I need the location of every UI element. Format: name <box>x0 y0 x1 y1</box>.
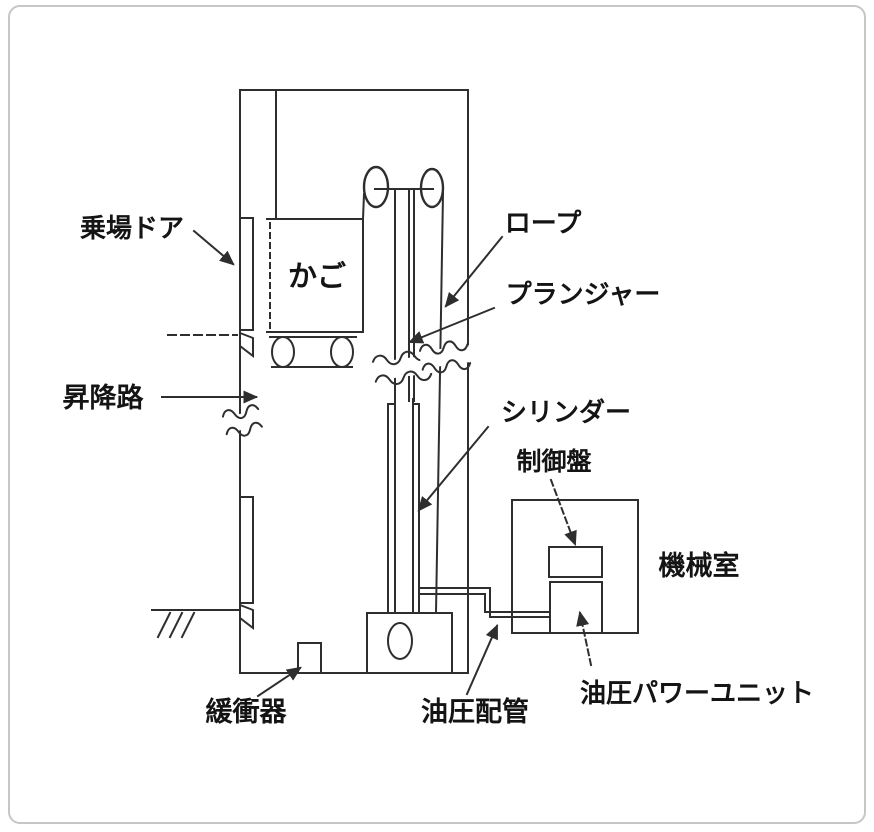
power-unit-arrow <box>576 610 593 667</box>
cylinder-arrow <box>417 425 490 512</box>
car-wheel-left <box>271 336 295 368</box>
cylinder-outer-walls <box>387 403 420 614</box>
power-unit-box <box>549 581 603 634</box>
piping-arrow <box>465 623 499 696</box>
car-box <box>266 218 364 333</box>
hoistway-label: 昇降路 <box>63 382 145 414</box>
car-wheel-right <box>330 336 354 368</box>
wall-break-symbol <box>221 404 266 437</box>
car-label: かご <box>288 259 346 293</box>
lower-landing-door <box>239 496 254 604</box>
plunger-break-symbol <box>371 350 433 385</box>
hoistway-top-right-wall <box>239 89 469 674</box>
lower-door-sill <box>239 603 254 631</box>
upper-door-sill <box>239 331 254 359</box>
rope-label: ロープ <box>505 209 582 239</box>
buffer-label: 緩衝器 <box>206 697 288 728</box>
hydraulic-piping-label: 油圧配管 <box>421 697 529 728</box>
machine-room-box <box>511 499 639 634</box>
cylinder-assembly <box>297 398 453 674</box>
hydraulic-pipe <box>418 587 551 618</box>
cylinder-inner-walls <box>394 398 414 614</box>
cylinder-label: シリンダー <box>501 397 631 428</box>
ground-hatch <box>156 611 196 639</box>
hydraulic-power-unit-label: 油圧パワーユニット <box>580 679 814 709</box>
control-panel-arrow <box>549 478 577 547</box>
plunger-arrow <box>407 306 496 344</box>
rope-to-car <box>361 192 366 221</box>
machine-room <box>511 499 639 634</box>
pipe-outer-line <box>418 587 551 618</box>
image-frame-border <box>8 5 866 824</box>
car-assembly <box>266 218 364 368</box>
cylinder-base-block <box>366 612 453 674</box>
control-panel-label: 制御盤 <box>516 447 592 476</box>
sheave-plunger-assembly <box>361 165 445 615</box>
buffer-box <box>297 642 322 674</box>
leader-arrows <box>161 229 593 698</box>
landing-door-arrow <box>192 229 235 266</box>
machine-room-label: 機械室 <box>659 550 740 582</box>
rope-arrow <box>444 235 504 308</box>
buffer-arrow <box>256 666 302 698</box>
diagram-labels: 乗場ドア かご ロープ プランジャー 昇降路 シリンダー 制御盤 機械室 緩衝器… <box>63 209 815 728</box>
hoistway-structure <box>151 89 469 674</box>
rope-break-symbol <box>418 340 472 374</box>
control-panel-box <box>548 546 603 578</box>
upper-landing-door <box>239 217 254 331</box>
rope-to-anchor <box>434 191 445 615</box>
top-sheave-left <box>362 165 390 209</box>
plunger-label: プランジャー <box>506 280 661 310</box>
landing-door-label: 乗場ドア <box>80 214 184 244</box>
pipe-inner-line <box>418 593 551 613</box>
base-sheave <box>387 622 413 660</box>
